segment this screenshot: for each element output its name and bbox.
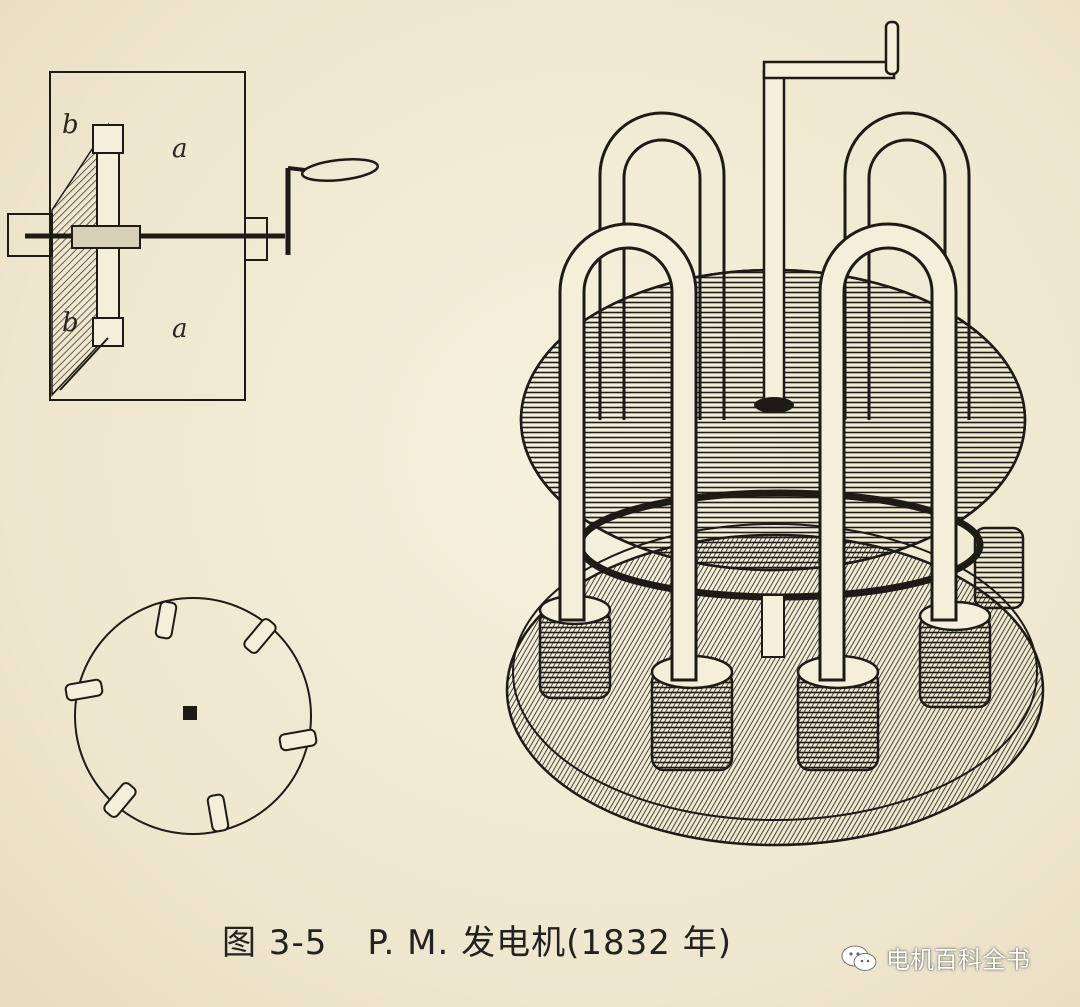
watermark: 电机百科全书	[840, 940, 1030, 975]
label-a-bottom: a	[172, 314, 188, 344]
wechat-icon	[841, 945, 877, 971]
caption-title: P. M. 发电机(1832 年)	[367, 923, 732, 963]
caption-number: 图 3-5	[222, 923, 328, 963]
label-a-top: a	[172, 134, 188, 164]
side-view-schematic	[7, 71, 380, 401]
label-b-bottom: b	[62, 308, 79, 338]
generator-illustration	[505, 20, 1045, 847]
figure-caption: 图 3-5 P. M. 发电机(1832 年)	[222, 915, 732, 964]
rotor-disc-diagram	[64, 597, 318, 835]
watermark-text: 电机百科全书	[886, 946, 1030, 974]
label-b-top: b	[62, 110, 79, 140]
